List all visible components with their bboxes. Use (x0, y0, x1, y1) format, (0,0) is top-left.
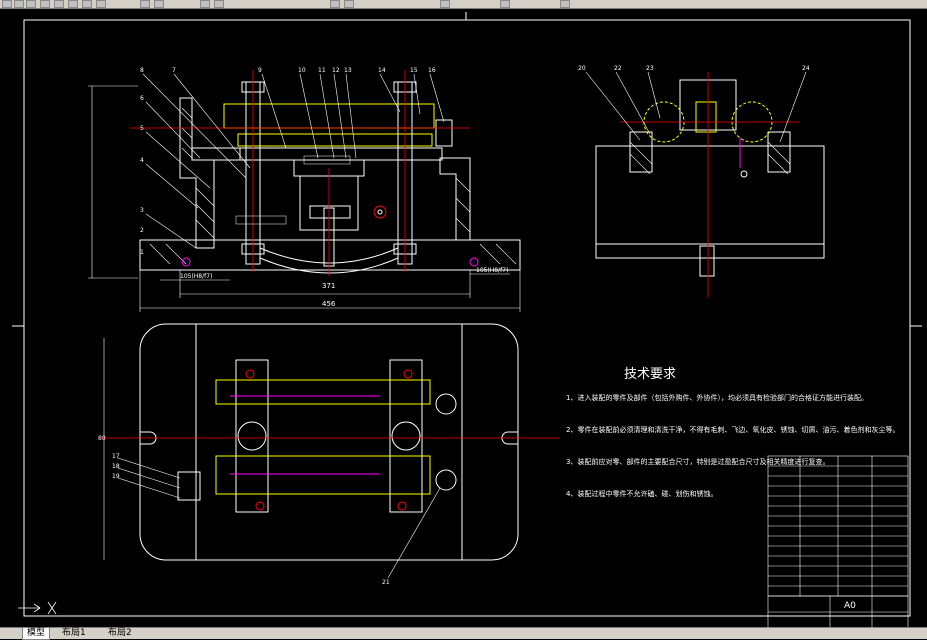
dim-style-icon[interactable] (560, 0, 570, 8)
balloon: 20 (578, 65, 586, 72)
balloon: 8 (140, 67, 144, 74)
tech-requirement-item: 2、零件在装配前必须清理和清洗干净，不得有毛刺、飞边、氧化皮、锈蚀、切屑、油污、… (566, 425, 899, 434)
balloon: 5 (140, 125, 144, 132)
balloon: 4 (140, 157, 144, 164)
tech-requirement-item: 4、装配过程中零件不允许磕、碰、划伤和锈蚀。 (566, 489, 717, 498)
balloon: 7 (172, 67, 176, 74)
tech-requirements-title: 技术要求 (624, 367, 676, 382)
layout-tabs: 模型 布局1 布局2 (0, 627, 927, 640)
tech-requirement-item: 3、装配前应对零、部件的主要配合尺寸，特别是过盈配合尺寸及相关精度进行复查。 (566, 457, 829, 466)
redo-icon[interactable] (154, 0, 164, 8)
balloon: 6 (140, 95, 144, 102)
tab-layout2[interactable]: 布局2 (108, 628, 132, 638)
balloon: 11 (318, 67, 326, 74)
balloon: 21 (382, 579, 390, 586)
style-icon[interactable] (500, 0, 510, 8)
tech-requirement-item: 1、进入装配的零件及部件（包括外购件、外协件），均必须具有检验部门的合格证方能进… (566, 393, 868, 402)
copy-icon[interactable] (82, 0, 92, 8)
balloon: 16 (428, 67, 436, 74)
undo-icon[interactable] (140, 0, 150, 8)
balloon: 12 (332, 67, 340, 74)
layer-icon[interactable] (440, 0, 450, 8)
open-icon[interactable] (14, 0, 24, 8)
drawing-border (23, 19, 911, 617)
paste-icon[interactable] (96, 0, 106, 8)
preview-icon[interactable] (54, 0, 64, 8)
dim-bottom-width: 80 (98, 435, 106, 442)
properties-icon[interactable] (330, 0, 340, 8)
tab-layout1[interactable]: 布局1 (62, 628, 86, 638)
balloon: 13 (344, 67, 352, 74)
balloon: 17 (112, 453, 120, 460)
dim-main: 456 (322, 300, 336, 308)
balloon: 15 (410, 67, 418, 74)
balloon: 23 (646, 65, 654, 72)
balloon: 24 (802, 65, 810, 72)
pan-icon[interactable] (200, 0, 210, 8)
new-icon[interactable] (2, 0, 12, 8)
balloon: 22 (614, 65, 622, 72)
balloon: 10 (298, 67, 306, 74)
design-center-icon[interactable] (344, 0, 354, 8)
tab-model[interactable]: 模型 (22, 628, 51, 640)
dim-inner: 371 (322, 282, 335, 290)
side-view: 20 22 23 24 (578, 65, 825, 298)
plan-view: 17 18 19 21 (100, 323, 560, 586)
balloon: 2 (140, 227, 144, 234)
drawing-canvas[interactable]: 371 456 105(H8/f7) 105(H8/f7) 80 8 7 6 5… (0, 8, 927, 628)
sheet-size: A0 (844, 601, 856, 611)
save-icon[interactable] (26, 0, 36, 8)
balloon: 9 (258, 67, 262, 74)
cut-icon[interactable] (68, 0, 78, 8)
ucs-icon (18, 601, 57, 615)
dim-left-fit: 105(H8/f7) (180, 273, 212, 280)
toolbar (0, 0, 927, 9)
balloon: 14 (378, 67, 386, 74)
zoom-icon[interactable] (214, 0, 224, 8)
balloon: 19 (112, 473, 120, 480)
balloon: 3 (140, 207, 144, 214)
balloon: 1 (140, 249, 144, 256)
balloon: 18 (112, 463, 120, 470)
front-section-view (88, 70, 521, 312)
print-icon[interactable] (40, 0, 50, 8)
title-block (767, 455, 909, 628)
dim-right-fit: 105(H8/f7) (476, 267, 508, 274)
